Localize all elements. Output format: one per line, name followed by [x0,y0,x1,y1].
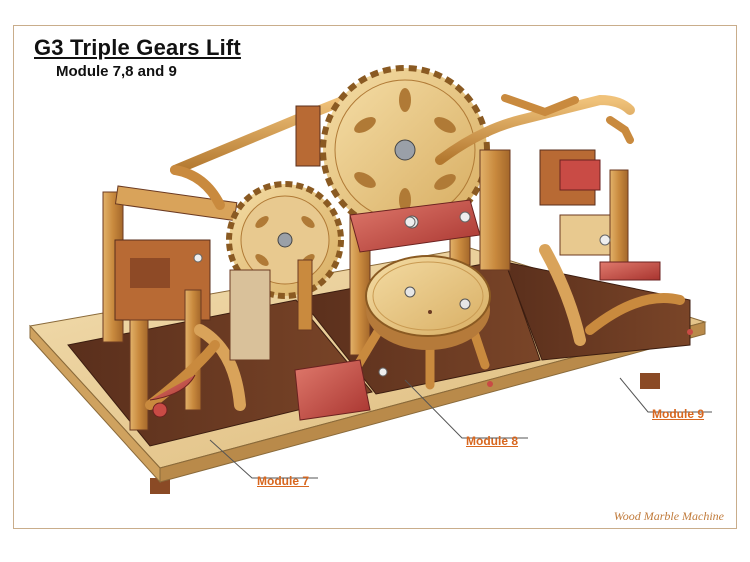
callout-leaders [209,377,712,479]
left-frame [102,185,238,431]
upper-track [170,95,350,210]
page-title: G3 Triple Gears Lift [34,35,241,60]
marbles [193,211,693,387]
left-arm [145,324,246,418]
watermark: Wood Marble Machine [613,509,724,523]
module7-red-block [229,259,371,421]
page-subtitle: Module 7,8 and 9 [56,63,177,80]
top-right-track [435,94,635,165]
big-gear [320,65,490,235]
right-module [479,149,685,346]
small-gear [226,181,344,299]
module-7-label: Module 7 [257,474,310,488]
drawing-frame [13,25,737,529]
module-8-label: Module 8 [466,434,519,448]
center-frame [349,199,481,356]
feet [150,373,660,494]
module-9-label: Module 9 [652,407,705,421]
